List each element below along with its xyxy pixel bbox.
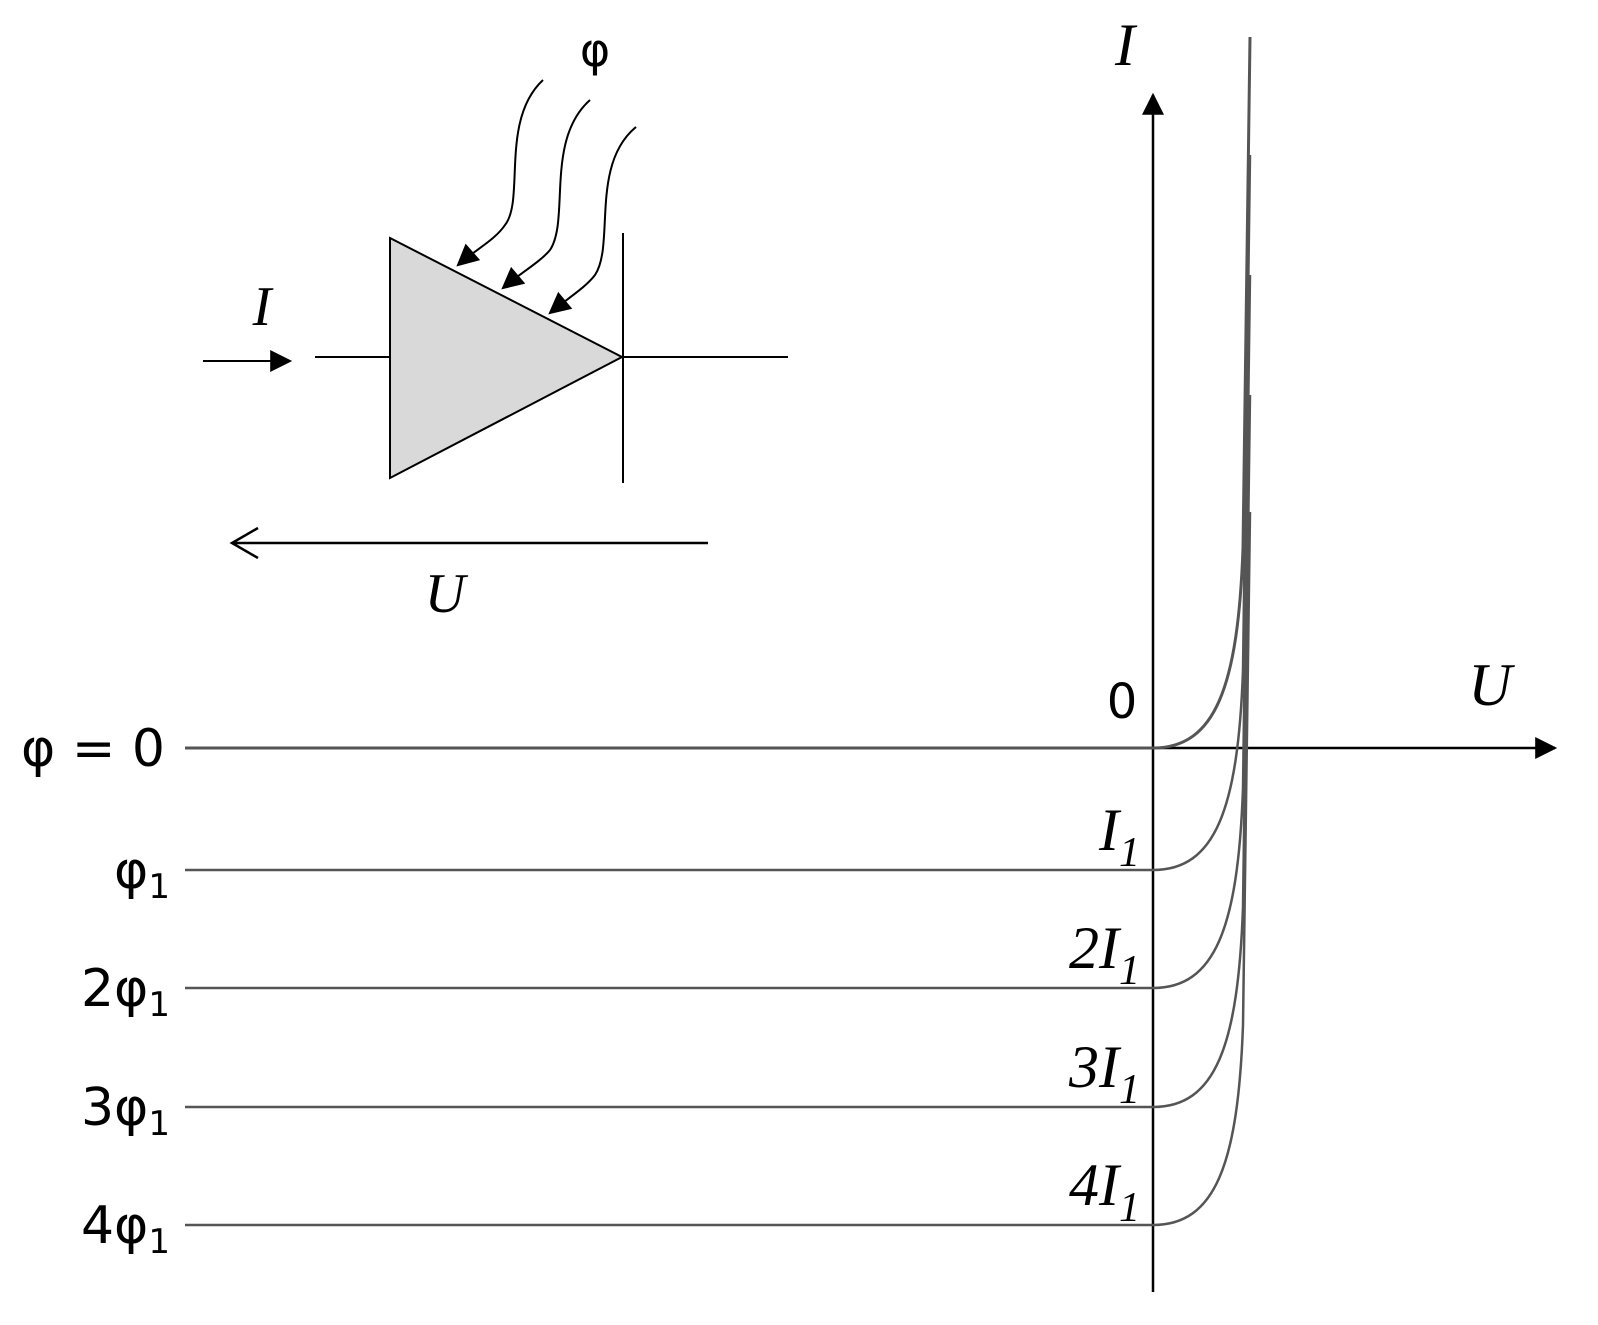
flux-multiplier: 3 [81, 1078, 114, 1138]
current-subscript: 1 [1119, 830, 1140, 876]
current-symbol: I [1098, 1152, 1122, 1218]
current-level-label: 2I1 [1069, 915, 1140, 994]
iv-curve [185, 36, 1252, 750]
current-symbol: I [1098, 797, 1122, 863]
flux-subscript: 1 [148, 867, 170, 907]
current-level-label: I1 [1098, 797, 1140, 876]
flux-level-label: φ = 0 [21, 719, 165, 779]
current-level-label: 4I1 [1069, 1152, 1140, 1231]
iv-curve [185, 154, 1252, 872]
iv-curve [185, 511, 1252, 1227]
flux-symbol: φ [114, 1196, 148, 1256]
x-axis-label: U [1468, 652, 1515, 718]
flux-level-label: 3φ1 [81, 1078, 170, 1144]
light-ray-arrow [501, 99, 591, 290]
flux-level-label: 4φ1 [81, 1196, 170, 1262]
flux-multiplier: 2 [81, 959, 114, 1019]
iv-curve [185, 274, 1252, 990]
voltage-label: U [425, 563, 469, 625]
current-multiplier: 4 [1069, 1152, 1099, 1218]
y-axis-label: I [1114, 12, 1138, 78]
current-symbol: I [1098, 915, 1122, 981]
flux-label: φ [580, 23, 610, 77]
flux-symbol: φ [114, 841, 148, 901]
current-multiplier: 2 [1069, 915, 1099, 981]
axes: I U 0 [185, 12, 1558, 1292]
flux-subscript: 1 [148, 1104, 170, 1144]
diode-triangle [389, 236, 625, 480]
current-subscript: 1 [1119, 1067, 1140, 1113]
photodiode-symbol: φ I U [203, 23, 788, 625]
flux-symbol: φ [114, 959, 148, 1019]
flux-subscript: 1 [148, 1222, 170, 1262]
iv-curve [185, 394, 1252, 1109]
flux-level-label: 2φ1 [81, 959, 170, 1025]
current-label: I [252, 276, 274, 338]
light-ray-arrow [548, 126, 637, 315]
voltage-arrow [229, 526, 708, 560]
current-symbol: I [1098, 1034, 1122, 1100]
current-multiplier: 3 [1068, 1034, 1099, 1100]
current-level-label: 3I1 [1068, 1034, 1140, 1113]
flux-symbol: φ [114, 1078, 148, 1138]
flux-multiplier: 4 [81, 1196, 114, 1256]
origin-label: 0 [1107, 674, 1138, 730]
flux-level-label: φ1 [114, 841, 170, 907]
flux-subscript: 1 [148, 985, 170, 1025]
light-ray-arrow [456, 79, 544, 267]
current-subscript: 1 [1119, 948, 1140, 994]
current-subscript: 1 [1119, 1185, 1140, 1231]
